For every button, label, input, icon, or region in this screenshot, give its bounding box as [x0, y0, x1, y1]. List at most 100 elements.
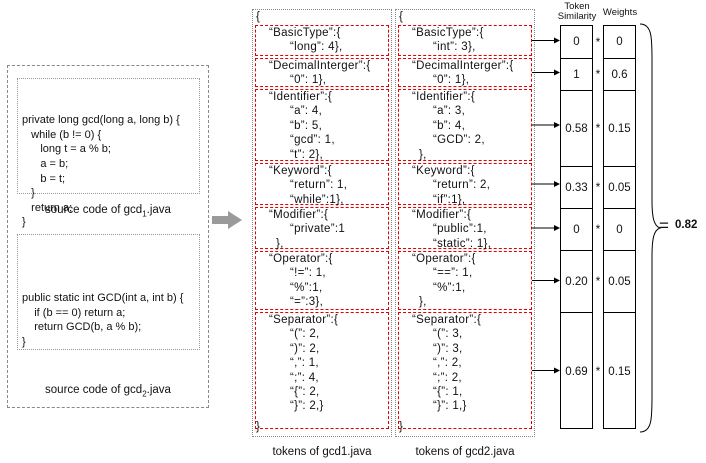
token-line: “public”:1,	[412, 223, 487, 236]
tokens-gcd2-close-brace: }	[399, 421, 404, 433]
token-line: “b”: 5,	[269, 119, 323, 132]
token-line: “DecimalInterger”:{	[412, 60, 514, 72]
token-line: “Identifier”:{	[269, 91, 333, 103]
code-line: }	[22, 187, 35, 200]
gcd2-code-box: public static int GCD(int a, int b) { if…	[17, 234, 200, 350]
token-group-box	[255, 89, 389, 161]
token-line: “;”: 2,	[412, 371, 462, 384]
token-line: “Operator”:{	[412, 253, 476, 265]
token-line: “,”: 2,	[412, 357, 462, 370]
code-line: return a;	[22, 201, 73, 214]
token-group-box	[398, 207, 532, 249]
token-line: “static”: 1},	[412, 237, 492, 250]
tokens-gcd1-close-brace: }	[256, 421, 261, 433]
gcd1-source-caption: source code of gcd1.java	[45, 204, 171, 219]
token-line: “BasicType”:{	[269, 27, 341, 39]
token-line: “==”: 1,	[412, 267, 473, 280]
token-group-box	[398, 89, 532, 161]
token-line: },	[269, 237, 284, 250]
multiply-symbol: *	[595, 274, 601, 288]
token-line: “Separator”:{	[412, 314, 482, 326]
token-line: “{”: 1,	[412, 386, 463, 398]
token-line: “Separator”:{	[269, 314, 339, 326]
token-line: “Modifier”:{	[412, 209, 472, 221]
token-line: “,”: 1,	[269, 357, 319, 370]
tokens-gcd2-panel	[395, 9, 535, 437]
token-group-box	[255, 58, 389, 87]
token-line: “private”:1	[269, 223, 346, 236]
tokens-gcd1-panel	[252, 9, 392, 437]
token-line: “(”: 3,	[412, 328, 463, 341]
token-group-box	[398, 58, 532, 87]
weight-cell: 0.05	[604, 166, 635, 208]
token-group-box	[398, 251, 532, 310]
token-line: “)”: 3,	[412, 342, 463, 355]
token-line: “gcd”: 1,	[269, 134, 335, 147]
tokens-gcd2-caption: tokens of gcd2.java	[415, 446, 515, 458]
token-line: “}”: 1,}	[412, 400, 467, 413]
token-group-box	[255, 251, 389, 310]
token-line: “if”:1},	[412, 193, 466, 206]
token-line: },	[412, 148, 427, 161]
token-line: “Keyword”:{	[412, 165, 475, 177]
token-line: “%”:1,	[412, 281, 466, 294]
weights-header: Weights	[602, 7, 638, 18]
code-line: return GCD(b, a % b);	[22, 321, 142, 334]
source-code-panel	[7, 65, 209, 408]
token-line: “while”:1},	[269, 193, 344, 206]
multiply-symbol: *	[595, 364, 601, 378]
code-line: private long gcd(long a, long b) {	[22, 114, 180, 127]
token-line: “Keyword”:{	[269, 165, 332, 177]
token-line: “(”: 2,	[269, 328, 320, 341]
token-line: “}”: 2,}	[269, 400, 324, 413]
token-group-box	[255, 207, 389, 249]
similarity-cell: 0	[561, 208, 592, 250]
arrow-head-icon	[554, 367, 560, 374]
token-line: “BasicType”:{	[412, 27, 484, 39]
arrow-head-icon	[554, 122, 560, 128]
weight-cell: 0.05	[604, 250, 635, 312]
similarity-cell: 0.69	[561, 312, 592, 430]
token-line: “=”:3},	[269, 296, 324, 309]
code-line: a = b;	[22, 157, 69, 170]
tokens-gcd1-open-brace: {	[256, 11, 261, 23]
multiply-symbol: *	[595, 35, 601, 49]
token-group-box	[398, 25, 532, 56]
token-line: “0”: 1},	[269, 74, 327, 87]
multiply-symbol: *	[595, 180, 601, 194]
token-line: “{”: 2,	[269, 386, 320, 398]
token-line: },	[412, 296, 427, 309]
multiply-symbol: *	[595, 222, 601, 236]
multiply-symbol: *	[595, 121, 601, 135]
code-line: }	[22, 335, 26, 348]
similarity-cell: 0.33	[561, 166, 592, 208]
arrow-head-icon	[554, 225, 560, 231]
token-group-box	[255, 25, 389, 56]
token-line: “0”: 1},	[412, 74, 470, 87]
result-value: 0.82	[675, 219, 698, 231]
multiply-symbol: *	[595, 67, 601, 81]
code-line: b = t;	[22, 172, 66, 185]
token-line: “Operator”:{	[269, 253, 333, 265]
token-line: “%”:1,	[269, 281, 323, 294]
arrow-head-icon	[554, 37, 560, 44]
weight-cell: 0.6	[604, 58, 635, 90]
similarity-cell: 1	[561, 58, 592, 90]
token-line: “t”: 2},	[269, 148, 324, 161]
gcd2-source-caption: source code of gcd2.java	[45, 384, 171, 399]
token-line: “b”: 4,	[412, 119, 466, 132]
gcd1-code-box: private long gcd(long a, long b) { while…	[17, 78, 200, 228]
right-brace-icon	[639, 23, 662, 433]
weight-cell: 0.15	[604, 312, 635, 430]
result-equals: =	[659, 216, 669, 235]
token-line: “DecimalInterger”:{	[269, 60, 371, 72]
code-line: if (b == 0) return a;	[22, 306, 126, 319]
arrow-head-icon	[554, 69, 560, 76]
code-line: public static int GCD(int a, int b) {	[22, 292, 184, 305]
token-line: “;”: 4,	[269, 371, 319, 384]
token-group-box	[398, 312, 532, 429]
similarity-cell: 0	[573, 36, 580, 48]
